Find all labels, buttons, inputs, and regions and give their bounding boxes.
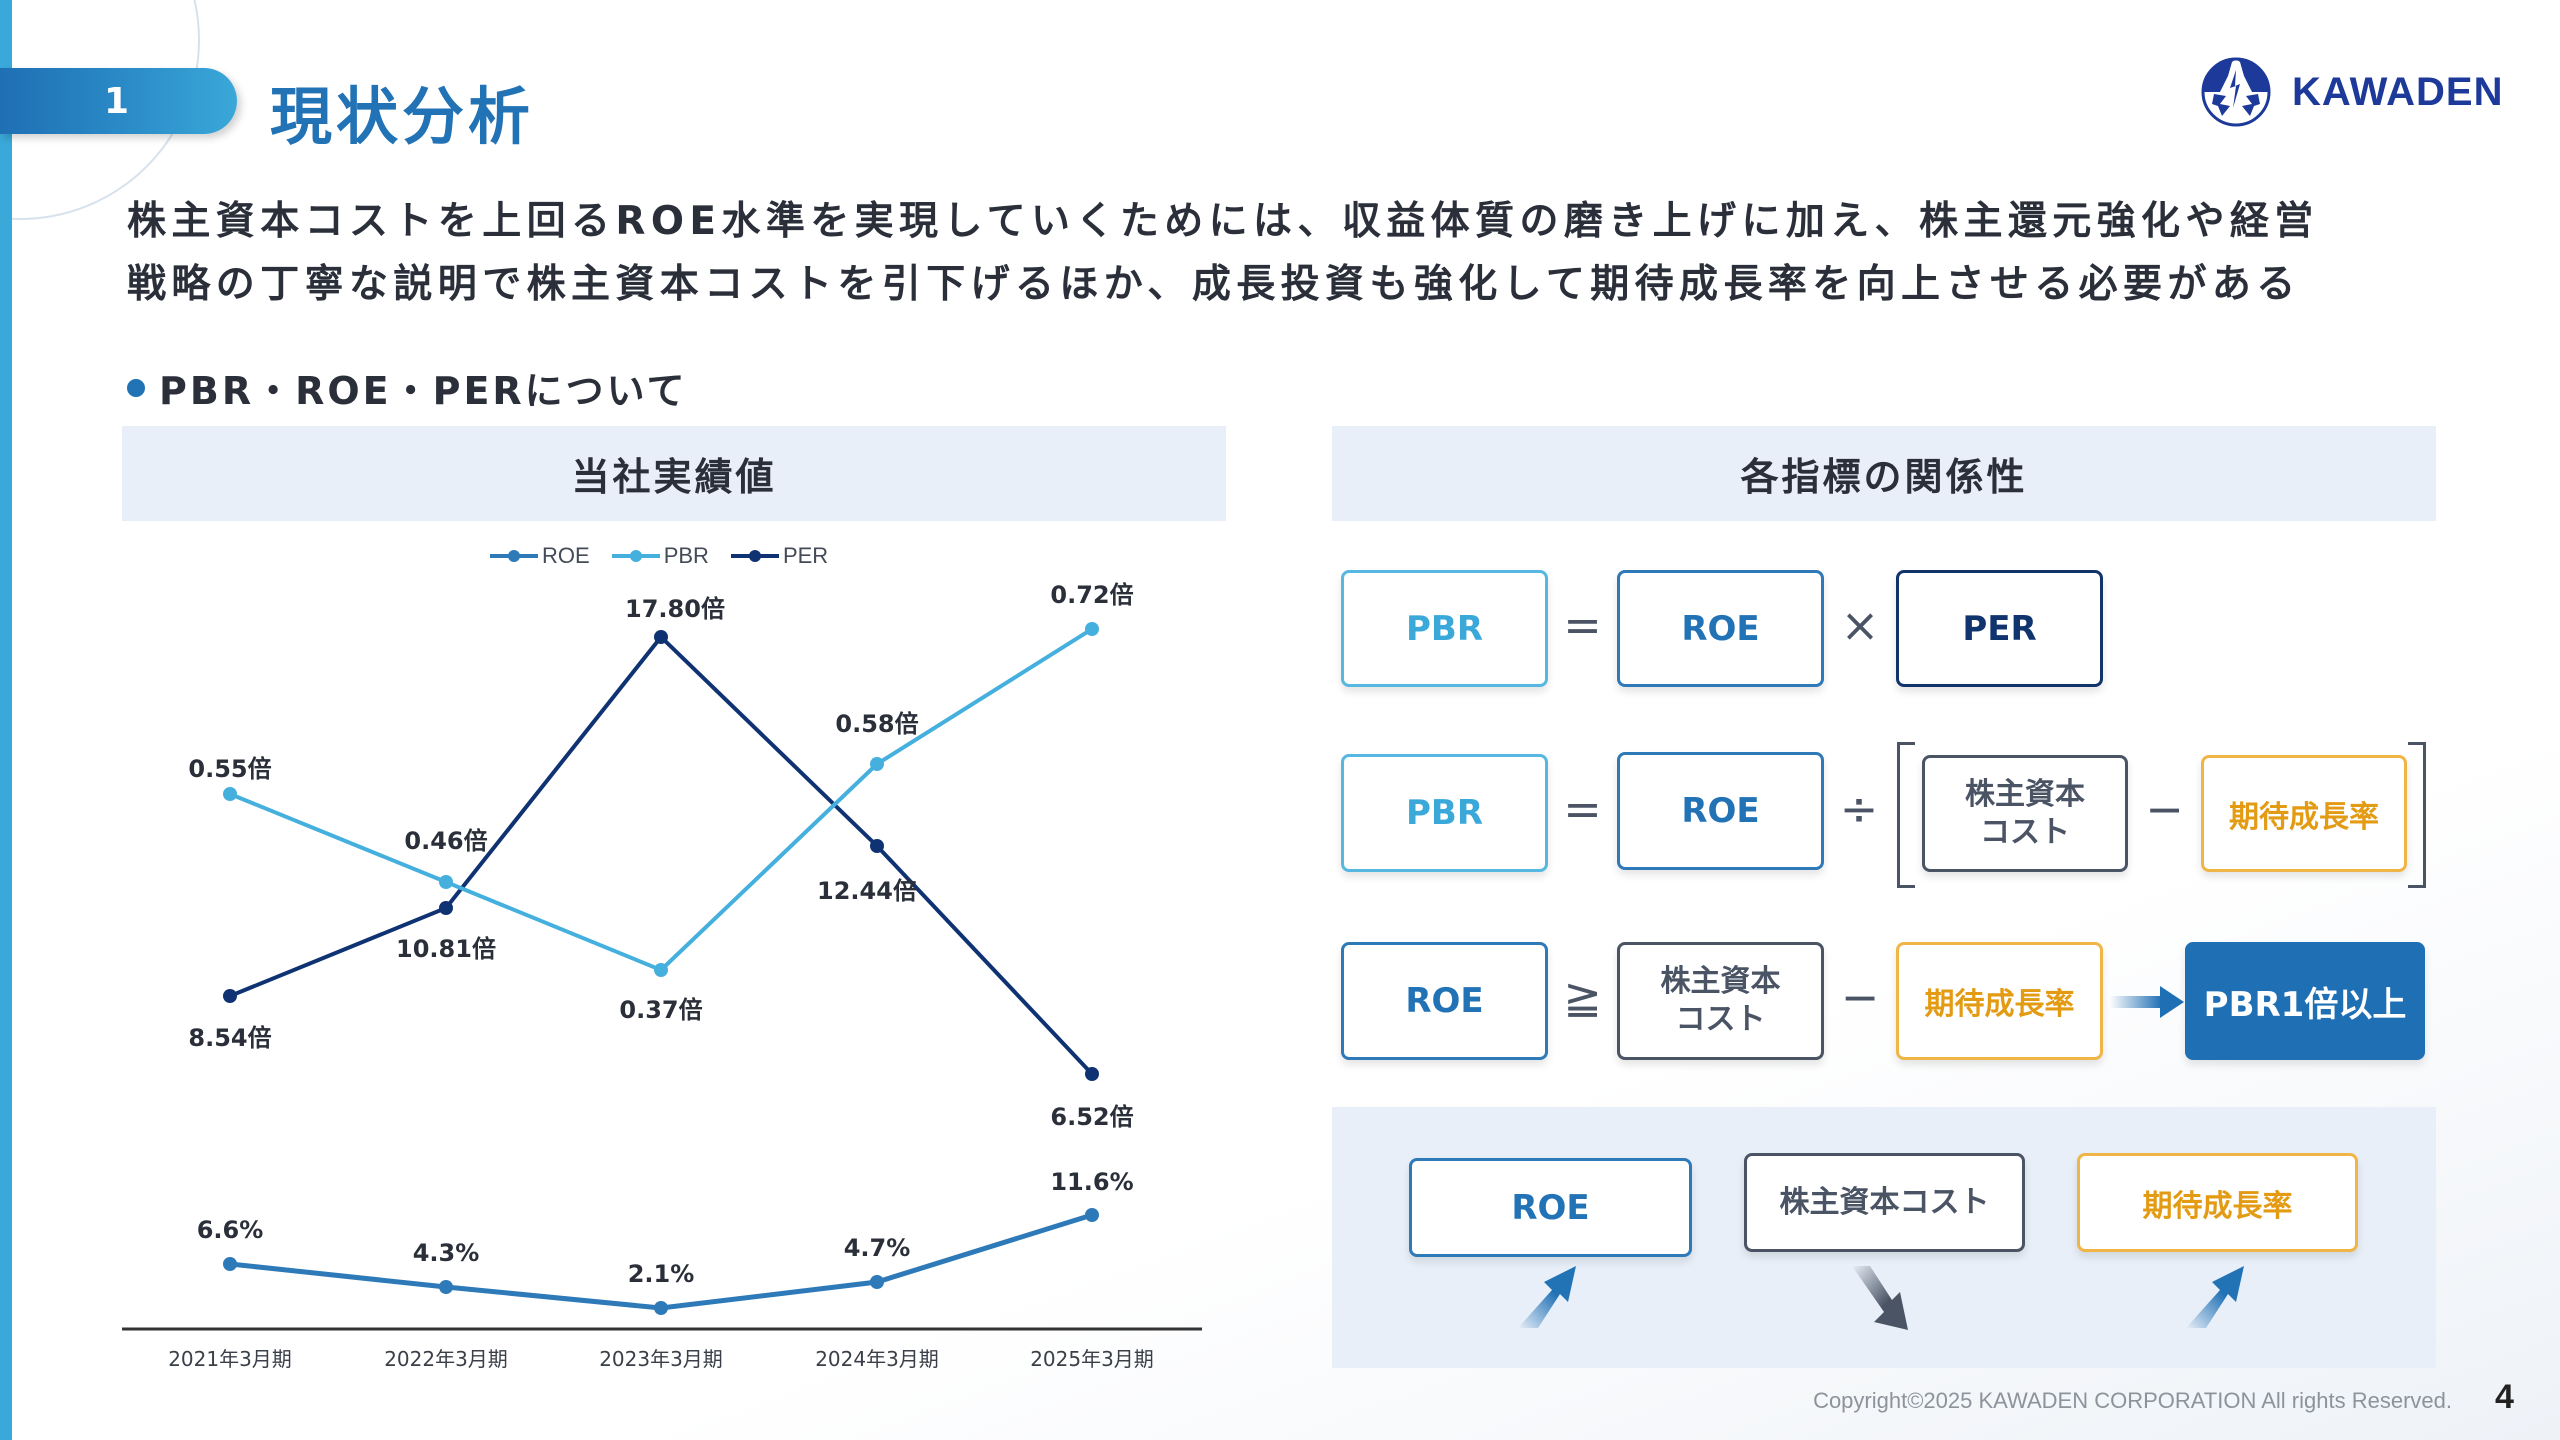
- company-logo: KAWADEN: [2200, 54, 2503, 130]
- driver-roe-box: ROE: [1409, 1158, 1692, 1257]
- equals-operator: =: [1563, 782, 1602, 836]
- x-axis-label: 2022年3月期: [384, 1347, 508, 1371]
- row1-roe-box: ROE: [1617, 570, 1824, 687]
- row3-growth-label: 期待成長率: [1924, 987, 2075, 1022]
- driver-growth-label: 期待成長率: [2142, 1188, 2293, 1224]
- row3-growth-box: 期待成長率: [1896, 942, 2103, 1060]
- arrow-right-icon: [2110, 986, 2184, 1018]
- row3-cost-line2: コスト: [1675, 1002, 1766, 1037]
- legend-item-pbr: PBR: [611, 543, 709, 569]
- row2-cost-line1: 株主資本: [1965, 776, 2085, 812]
- per-markers: [223, 630, 1099, 1081]
- line-chart: 0.55倍 0.46倍 0.37倍 0.58倍 0.72倍 8.54倍 10.8…: [122, 581, 1202, 1371]
- per-label: 6.52倍: [1050, 1103, 1133, 1131]
- roe-label: 4.3%: [413, 1239, 480, 1267]
- pbr-label: 0.37倍: [619, 996, 702, 1024]
- divide-operator: ÷: [1839, 782, 1879, 836]
- roe-label: 4.7%: [844, 1234, 911, 1262]
- copyright-footer: Copyright©2025 KAWADEN CORPORATION All r…: [1813, 1388, 2452, 1413]
- section-heading-text: PBR・ROE・PERについて: [159, 369, 688, 413]
- row2-roe-box: ROE: [1617, 752, 1824, 870]
- per-label: 12.44倍: [817, 877, 917, 905]
- roe-label: 6.6%: [197, 1216, 264, 1244]
- results-panel-header: 当社実績値: [122, 426, 1226, 521]
- legend-per-marker-icon: [730, 550, 779, 562]
- row3-roe-label: ROE: [1405, 981, 1484, 1021]
- roe-label: 11.6%: [1050, 1168, 1133, 1196]
- legend-item-per: PER: [730, 543, 829, 569]
- row2-growth-box: 期待成長率: [2201, 755, 2407, 872]
- per-label: 10.81倍: [396, 935, 496, 963]
- pbr-target-box: PBR1倍以上: [2185, 942, 2425, 1060]
- greater-equal-operator: ≧: [1563, 970, 1602, 1024]
- pbr-markers: [223, 622, 1099, 977]
- x-axis-label: 2023年3月期: [599, 1347, 723, 1371]
- pbr-target-label: PBR1倍以上: [2203, 984, 2407, 1025]
- roe-label: 2.1%: [628, 1260, 695, 1288]
- x-axis-label: 2021年3月期: [168, 1347, 292, 1371]
- row1-per-box: PER: [1896, 570, 2103, 687]
- legend-pbr-marker-icon: [611, 550, 660, 562]
- kawaden-lightning-logo-icon: [2201, 57, 2271, 127]
- row2-roe-label: ROE: [1681, 791, 1760, 831]
- pbr-label: 0.55倍: [188, 755, 271, 783]
- section-number-badge: 1: [0, 68, 237, 134]
- pbr-label: 0.46倍: [404, 827, 487, 855]
- legend-roe-label: ROE: [542, 543, 590, 568]
- lead-line-2: 戦略の丁寧な説明で株主資本コストを引下げるほか、成長投資も強化して期待成長率を向…: [127, 262, 2301, 307]
- per-label: 17.80倍: [625, 595, 725, 623]
- row2-growth-label: 期待成長率: [2229, 799, 2379, 835]
- multiply-operator: ×: [1840, 598, 1880, 652]
- per-label: 8.54倍: [188, 1024, 271, 1052]
- row1-per-label: PER: [1962, 608, 2037, 649]
- lead-line-1: 株主資本コストを上回るROE水準を実現していくためには、収益体質の磨き上げに加え…: [127, 199, 2319, 244]
- driver-cost-box: 株主資本コスト: [1744, 1153, 2025, 1252]
- page-number: 4: [2495, 1378, 2514, 1416]
- x-axis-label: 2025年3月期: [1030, 1347, 1154, 1371]
- x-axis-label: 2024年3月期: [815, 1347, 939, 1371]
- row1-pbr-label: PBR: [1405, 608, 1483, 649]
- pbr-line: [229, 627, 1094, 973]
- minus-operator: −: [2145, 782, 2184, 836]
- left-accent-bar: [0, 0, 12, 1440]
- results-panel-title: 当社実績値: [571, 455, 777, 499]
- lead-paragraph: 株主資本コストを上回るROE水準を実現していくためには、収益体質の磨き上げに加え…: [127, 190, 2457, 316]
- row3-cost-box: 株主資本 コスト: [1617, 942, 1824, 1060]
- row2-pbr-label: PBR: [1405, 793, 1483, 833]
- logo-text: KAWADEN: [2292, 69, 2504, 114]
- driver-growth-box: 期待成長率: [2077, 1153, 2358, 1252]
- pbr-label: 0.58倍: [835, 710, 918, 738]
- arrow-up-right-icon: [2186, 1266, 2244, 1328]
- row2-pbr-box: PBR: [1341, 754, 1548, 872]
- relationship-panel-title: 各指標の関係性: [1740, 455, 2028, 499]
- left-bracket: [1897, 742, 1915, 888]
- relationship-panel-header: 各指標の関係性: [1332, 426, 2436, 521]
- legend-per-label: PER: [782, 543, 829, 568]
- equals-operator: =: [1563, 598, 1602, 652]
- row2-cost-line2: コスト: [1980, 814, 2070, 850]
- arrow-down-right-icon: [1852, 1266, 1908, 1330]
- roe-markers: [223, 1208, 1099, 1315]
- pbr-label: 0.72倍: [1050, 581, 1133, 609]
- driver-roe-label: ROE: [1511, 1187, 1590, 1228]
- row1-roe-label: ROE: [1681, 608, 1760, 649]
- legend-pbr-label: PBR: [663, 543, 709, 568]
- legend-roe-marker-icon: [490, 550, 538, 562]
- row3-cost-line1: 株主資本: [1660, 964, 1781, 999]
- row1-pbr-box: PBR: [1341, 570, 1548, 687]
- arrow-up-right-icon: [1518, 1266, 1576, 1328]
- driver-cost-label: 株主資本コスト: [1779, 1184, 1990, 1220]
- row2-cost-box: 株主資本 コスト: [1922, 755, 2128, 872]
- chart-legend: ROE PBR PER: [490, 543, 828, 569]
- legend-item-roe: ROE: [490, 543, 590, 569]
- section-number: 1: [103, 80, 130, 122]
- minus-operator: −: [1840, 970, 1880, 1024]
- row3-roe-box: ROE: [1341, 942, 1548, 1060]
- page-title: 現状分析: [270, 80, 535, 153]
- right-bracket: [2408, 742, 2426, 888]
- section-heading: PBR・ROE・PERについて: [127, 360, 688, 415]
- bullet-dot-icon: [127, 378, 145, 397]
